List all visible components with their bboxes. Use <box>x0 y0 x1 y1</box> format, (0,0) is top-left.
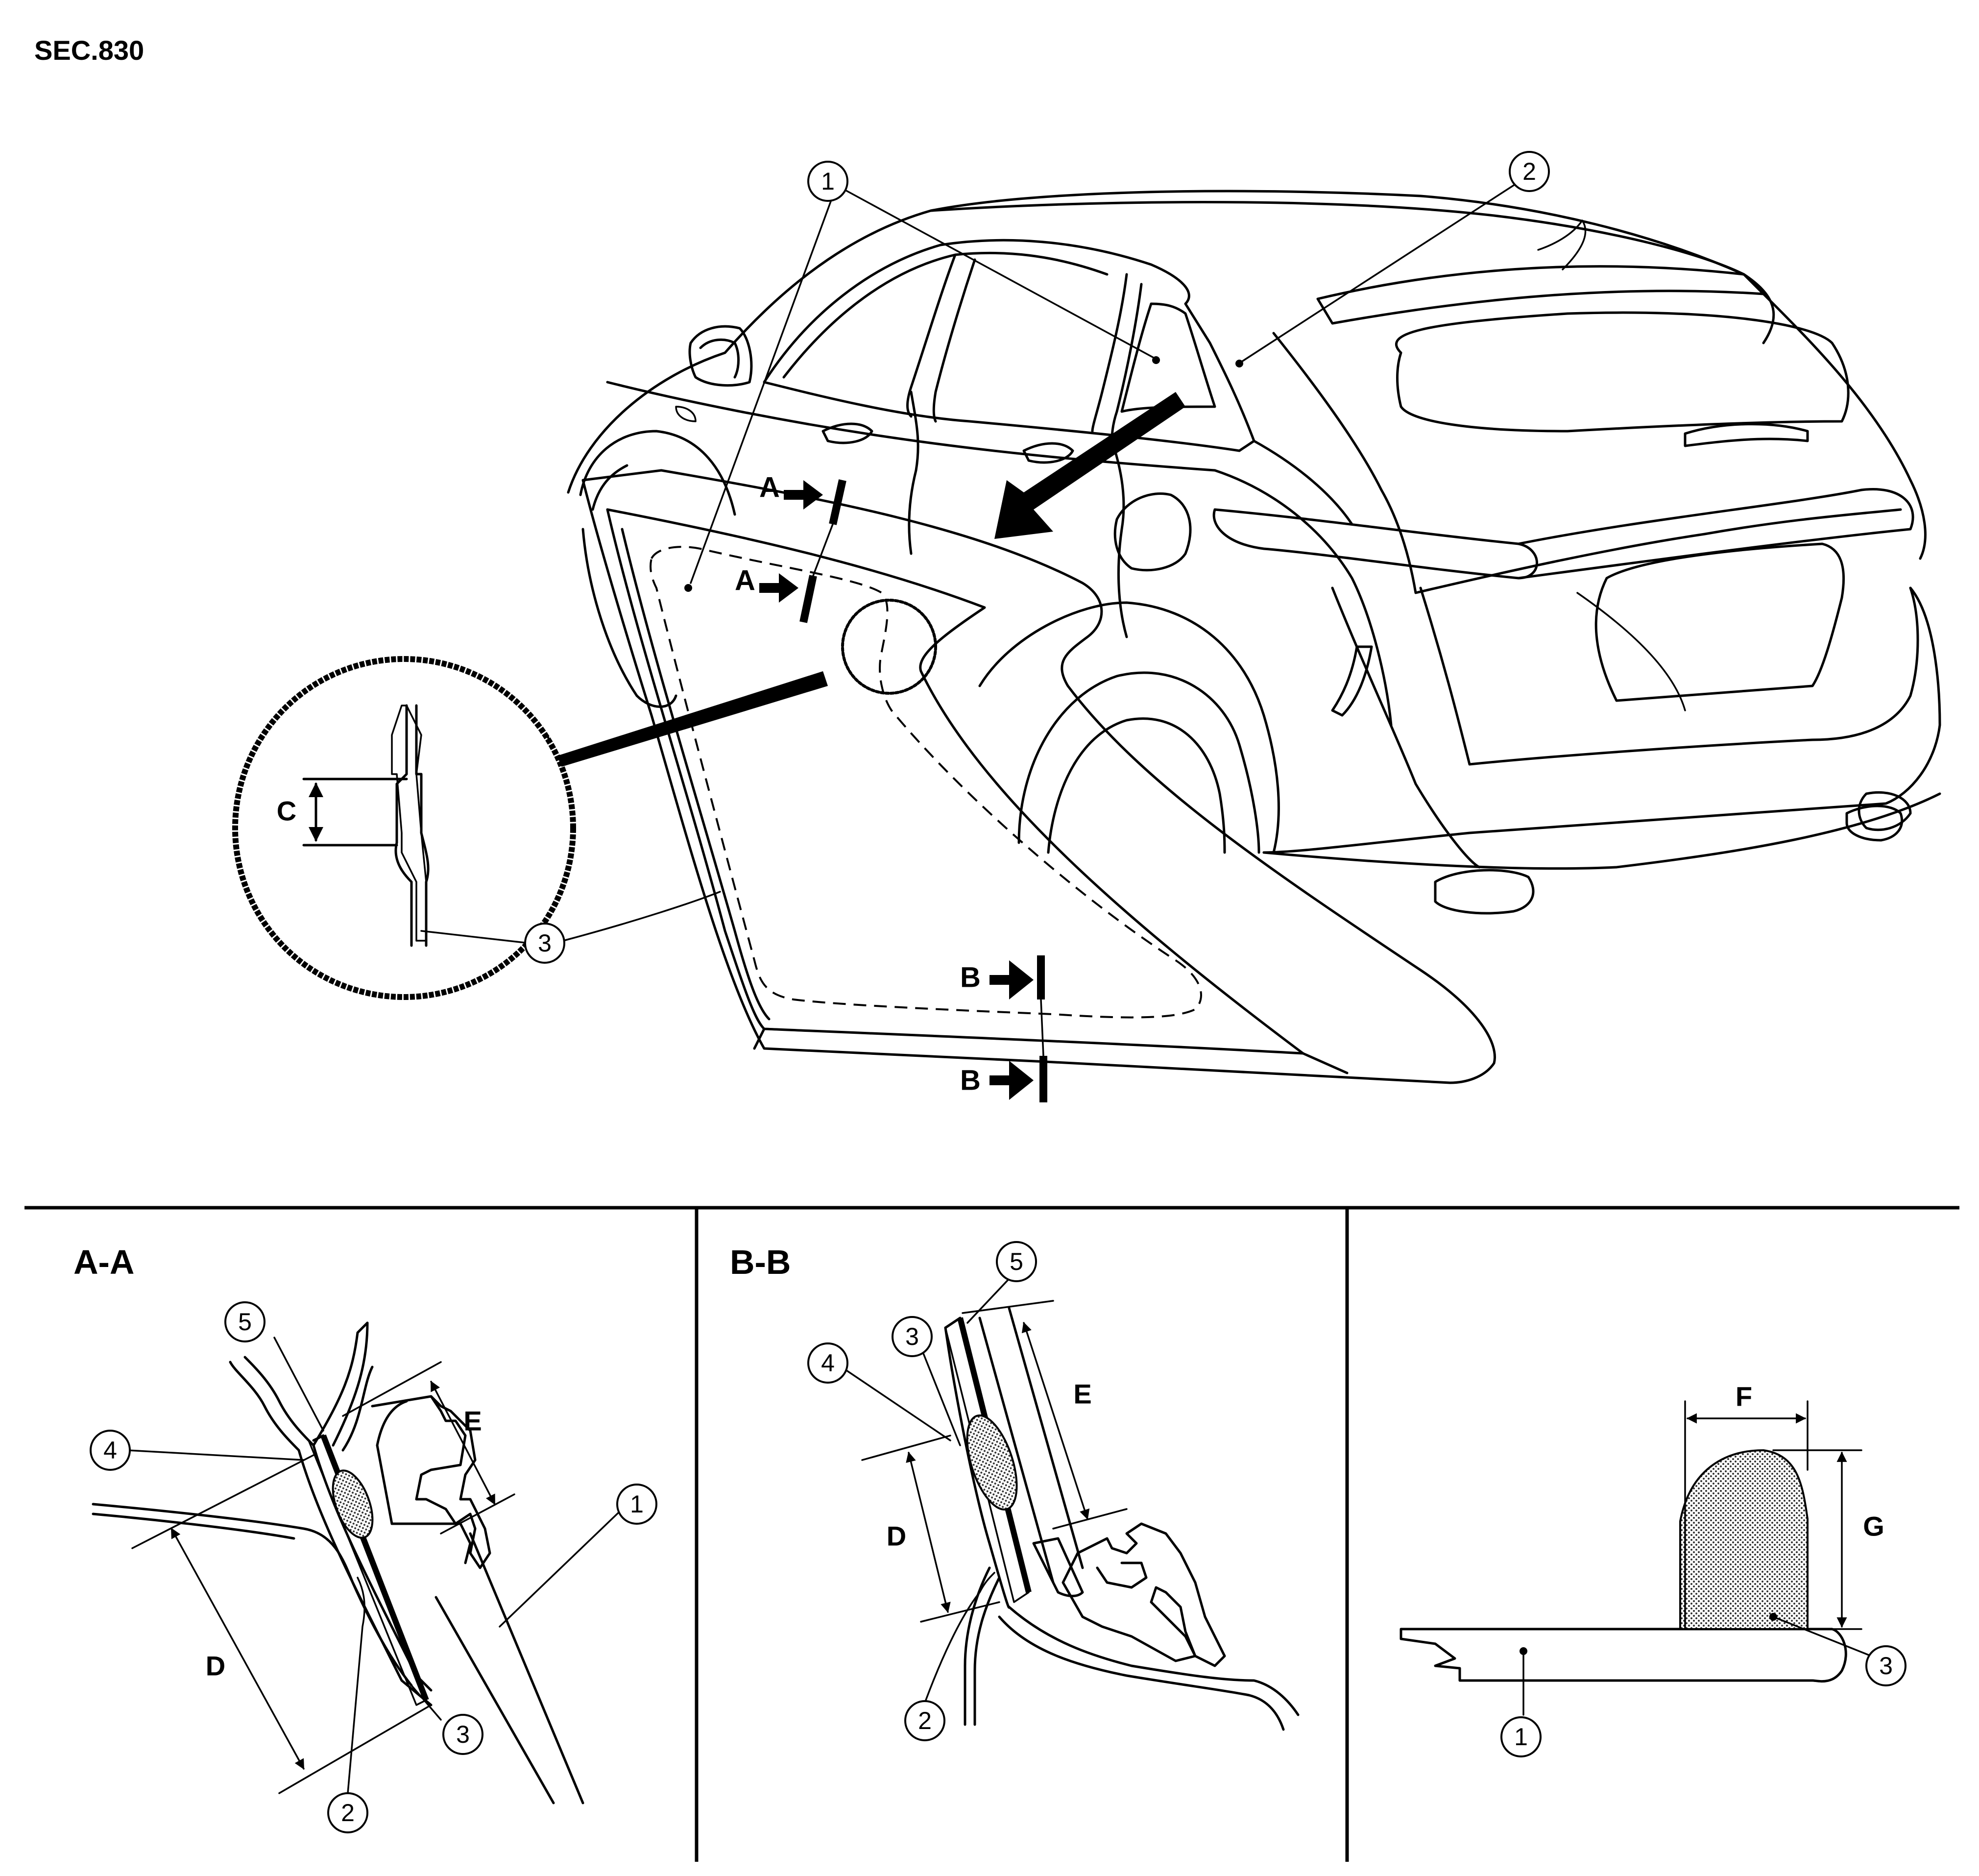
svg-text:1: 1 <box>821 168 835 195</box>
svg-text:A: A <box>759 472 780 504</box>
section-code: SEC.830 <box>34 35 144 66</box>
dimension-g-label: G <box>1863 1511 1884 1542</box>
section-bb-title: B-B <box>730 1243 791 1281</box>
svg-text:3: 3 <box>1879 1652 1893 1680</box>
callout-2-aa: 2 <box>327 1792 368 1833</box>
section-marker-b-lower: B <box>960 1056 1047 1102</box>
callout-3-bb: 3 <box>892 1316 933 1357</box>
dimension-d-label-bb: D <box>887 1521 906 1552</box>
section-bb: B-B E D 5 3 4 2 <box>730 1241 1300 1741</box>
dimension-c-label: C <box>277 796 296 827</box>
svg-text:2: 2 <box>341 1799 355 1827</box>
callout-3-detail: 3 <box>1865 1645 1907 1686</box>
callout-4-bb: 4 <box>807 1342 848 1384</box>
callout-3-aa: 3 <box>442 1714 483 1755</box>
svg-text:B: B <box>960 1065 981 1096</box>
callout-1-top: 1 <box>807 161 848 202</box>
svg-text:5: 5 <box>1010 1248 1023 1275</box>
dimension-e-label-aa: E <box>463 1406 482 1437</box>
vehicle-rear-view <box>567 190 1941 915</box>
exploded-view-arrow <box>994 392 1185 539</box>
callout-5-aa: 5 <box>224 1301 265 1342</box>
callout-4-aa: 4 <box>90 1430 131 1471</box>
svg-text:A: A <box>735 565 755 597</box>
svg-text:1: 1 <box>630 1490 644 1518</box>
svg-text:3: 3 <box>538 929 552 957</box>
svg-text:5: 5 <box>238 1308 252 1336</box>
svg-text:4: 4 <box>103 1437 117 1464</box>
section-aa-title: A-A <box>73 1243 134 1281</box>
callout-2-bb: 2 <box>904 1700 945 1741</box>
section-aa: A-A E D 5 4 1 3 2 <box>73 1243 657 1833</box>
callout-3-top: 3 <box>524 923 565 964</box>
callout-5-bb: 5 <box>996 1241 1037 1282</box>
dimension-d-label-aa: D <box>206 1651 225 1681</box>
section-marker-a-upper: A <box>759 472 846 525</box>
svg-text:2: 2 <box>918 1707 932 1734</box>
section-marker-a-lower: A <box>735 565 817 623</box>
svg-text:4: 4 <box>821 1349 835 1377</box>
callout-1-detail: 1 <box>1500 1716 1542 1757</box>
quarter-garnish-exploded <box>581 356 1496 1084</box>
svg-text:3: 3 <box>905 1323 919 1350</box>
svg-text:2: 2 <box>1522 158 1536 185</box>
detail-view-arrow <box>519 671 828 794</box>
svg-text:1: 1 <box>1514 1723 1528 1751</box>
sealer-bead-detail: F G 1 3 <box>1400 1381 1907 1757</box>
callout-1-aa: 1 <box>616 1484 657 1525</box>
dimension-e-label-bb: E <box>1073 1379 1091 1410</box>
svg-text:3: 3 <box>456 1721 470 1748</box>
svg-text:B: B <box>960 962 981 994</box>
dimension-f-label: F <box>1736 1381 1752 1412</box>
detail-c-magnified: C <box>232 656 576 1000</box>
section-marker-b-upper: B <box>960 955 1045 999</box>
callout-2-top: 2 <box>1509 151 1550 192</box>
